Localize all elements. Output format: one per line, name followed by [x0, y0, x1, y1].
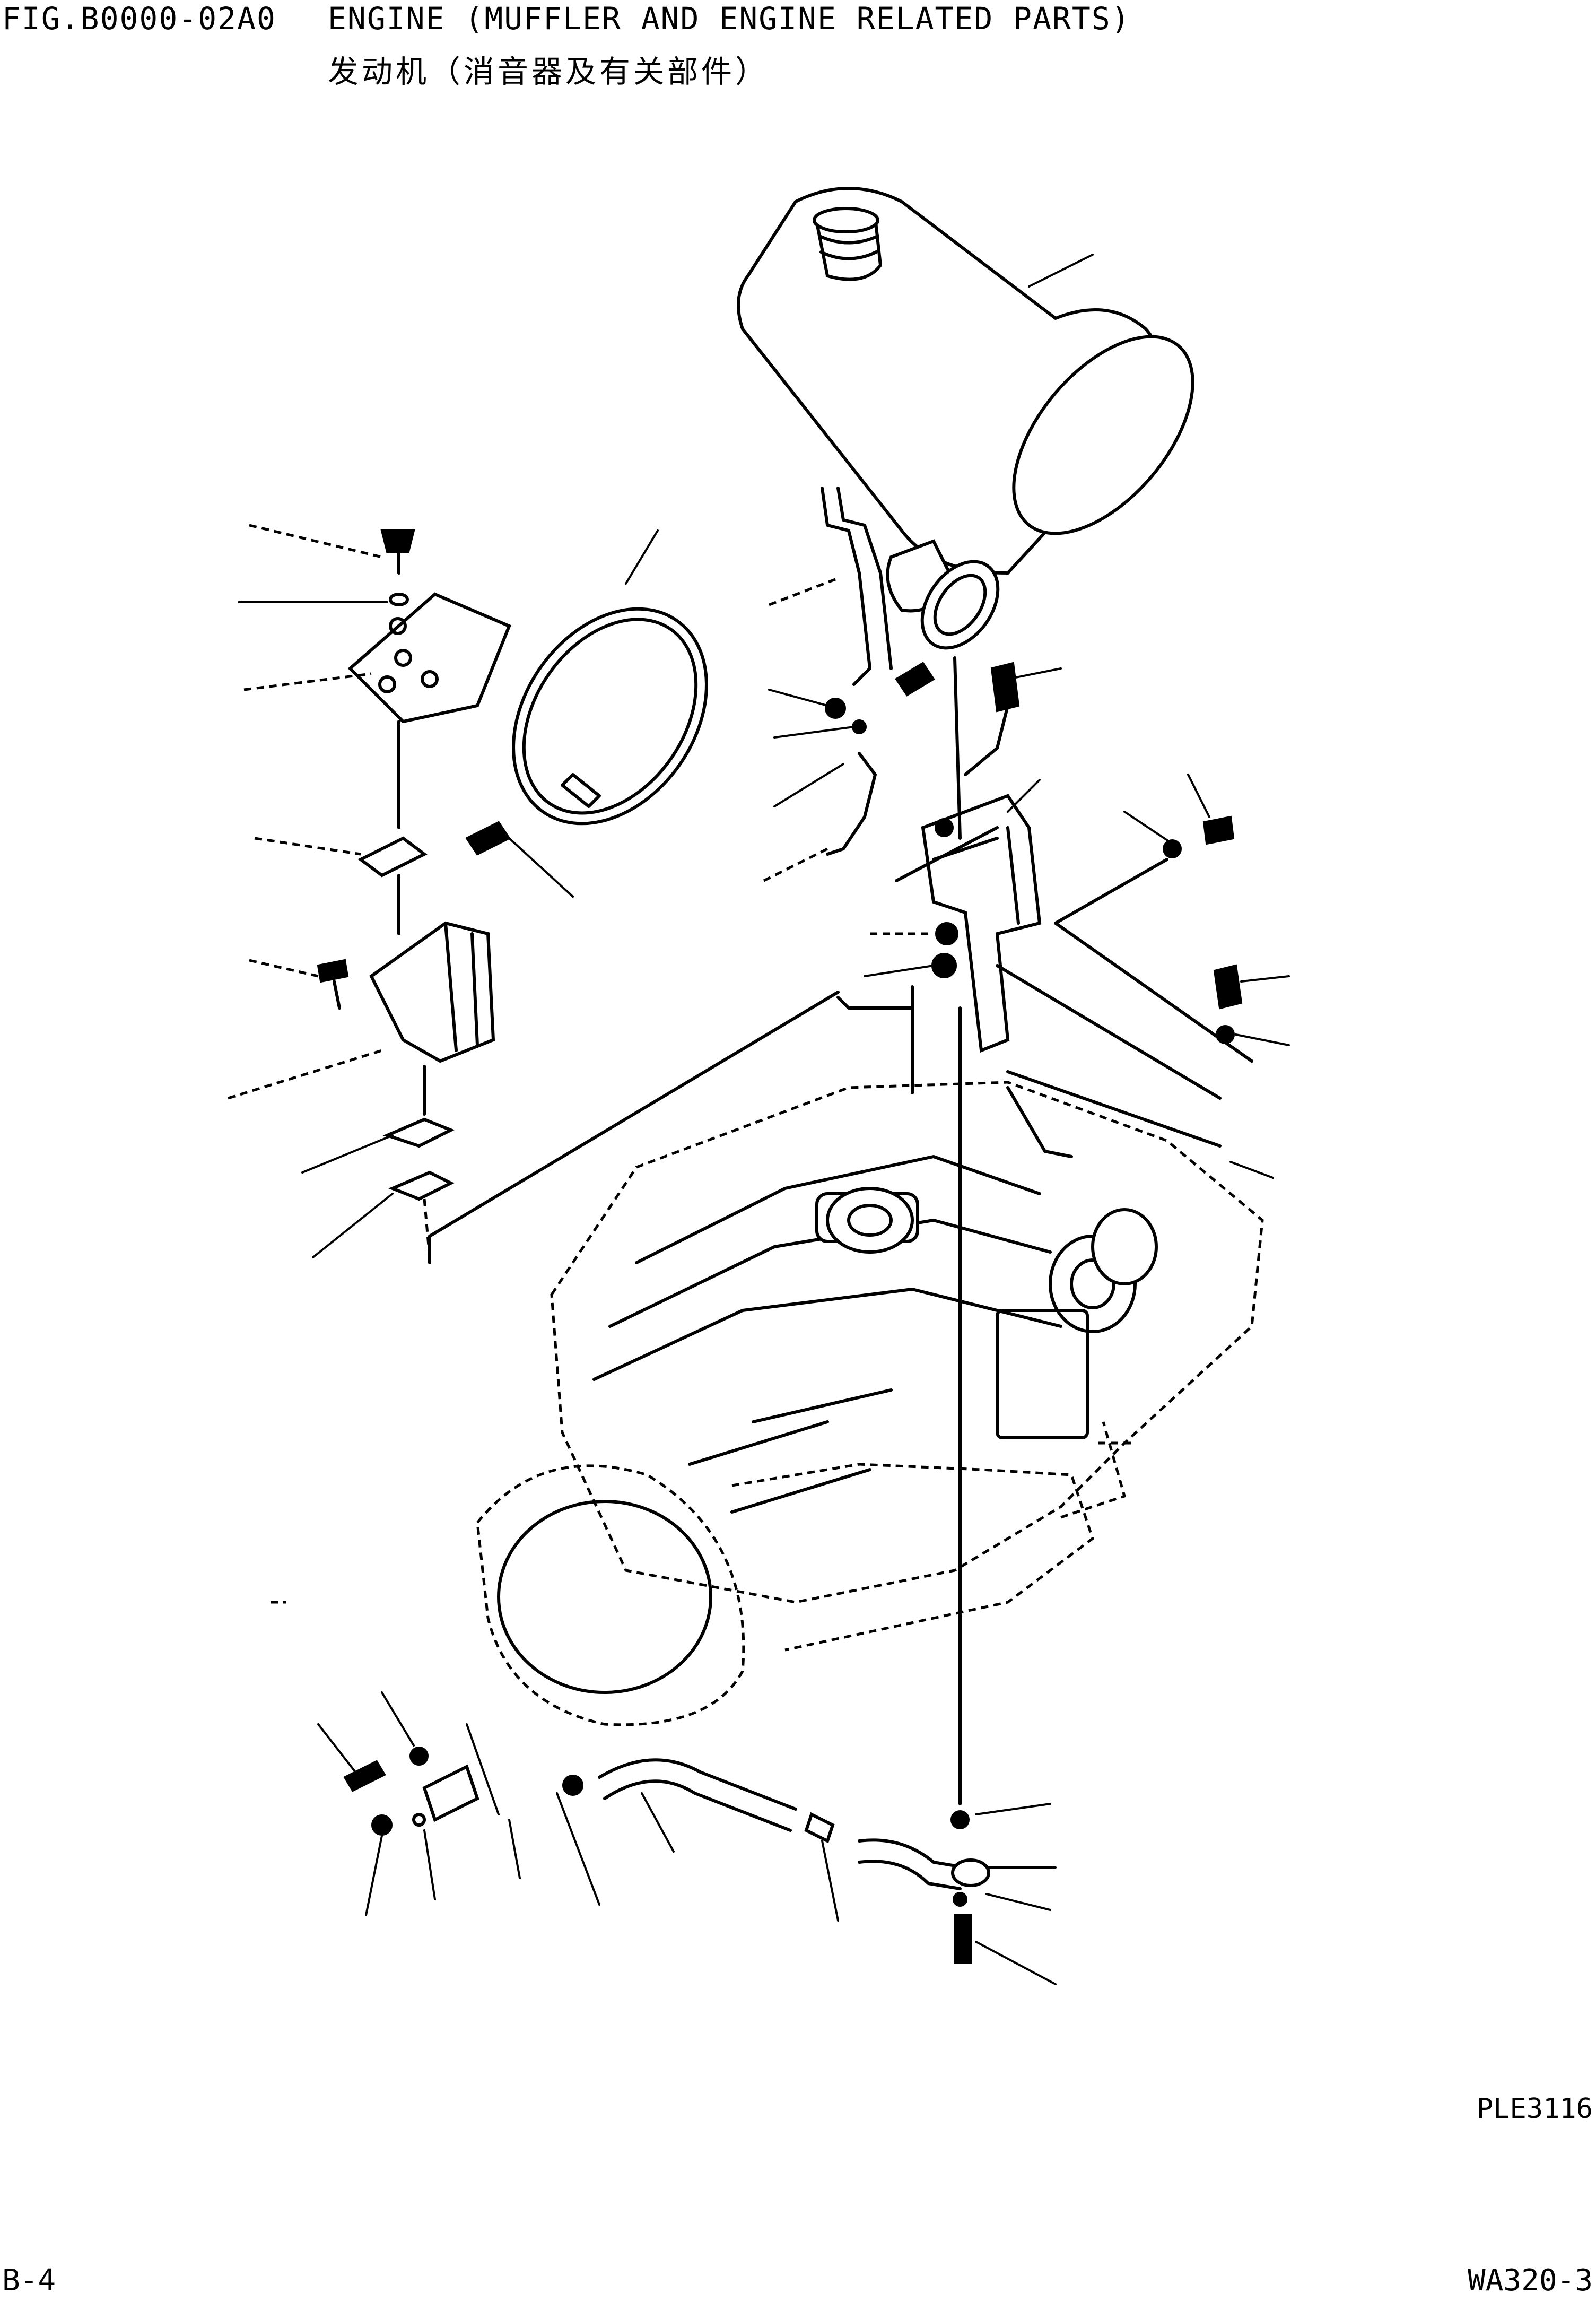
leader-lines	[228, 524, 1290, 1985]
machine-model: WA320-3	[1467, 2263, 1593, 2298]
engine-block	[476, 1081, 1264, 1726]
page-title-english: ENGINE (MUFFLER AND ENGINE RELATED PARTS…	[328, 1, 1131, 37]
assembly-lines	[428, 656, 1253, 1805]
drawing-code: PLE3116	[1476, 2093, 1593, 2125]
figure-id: FIG.B0000-02A0	[2, 1, 276, 37]
muffler-band	[465, 529, 708, 898]
right-bracket-assembly	[921, 662, 1243, 1053]
muffler	[737, 187, 1194, 650]
lower-piping	[343, 1747, 990, 1964]
page-number: B-4	[2, 2263, 56, 2298]
page-title-chinese: 发动机（消音器及有关部件）	[328, 54, 770, 90]
exhaust-pipe-parts	[821, 487, 935, 856]
left-bracket-assembly	[317, 529, 511, 1258]
